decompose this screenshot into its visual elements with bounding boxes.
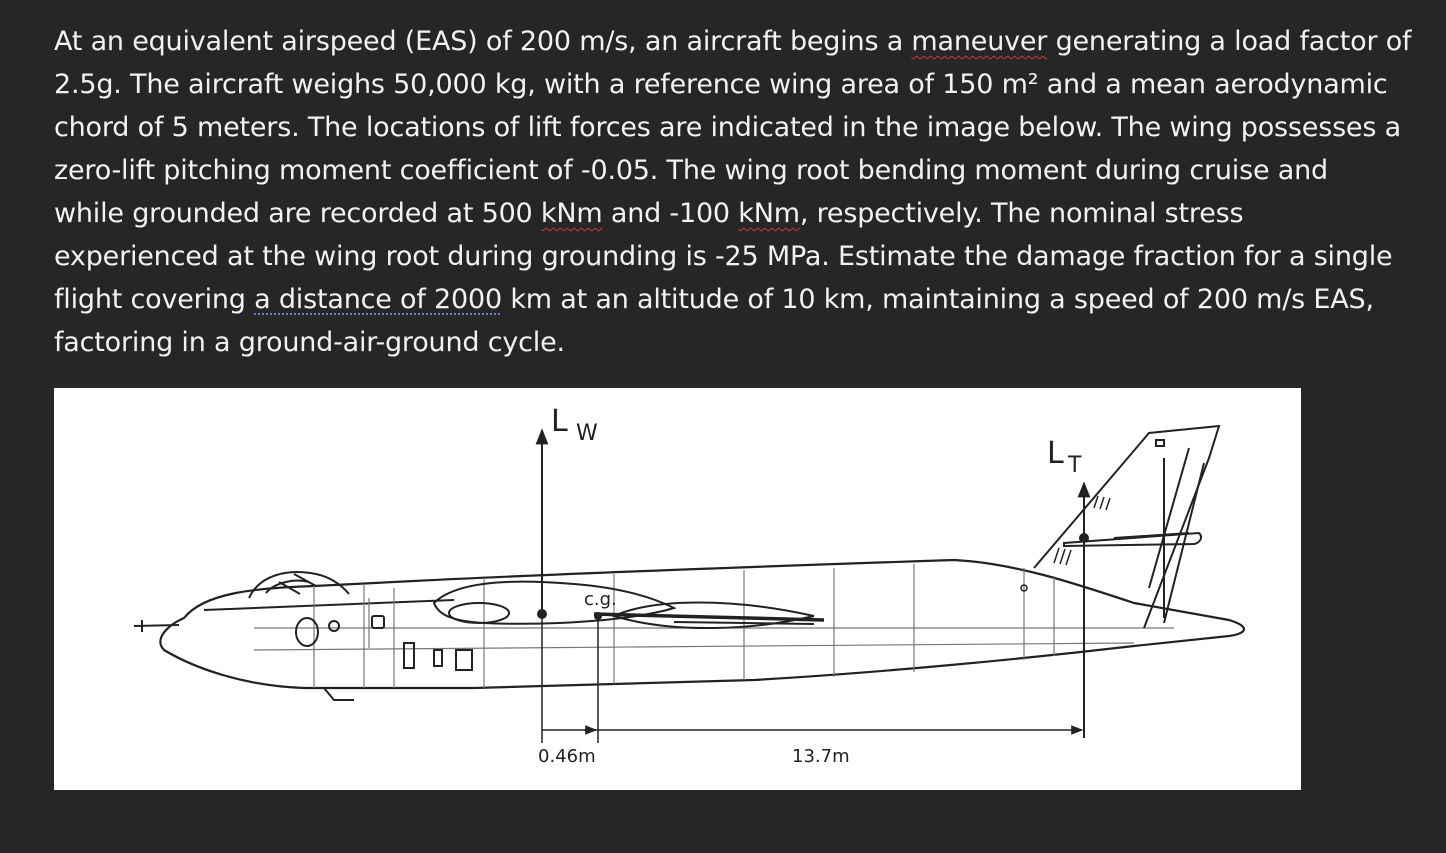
cg-label: c.g. xyxy=(584,589,617,610)
text-run: flight covering xyxy=(54,284,255,315)
dimension-lines xyxy=(541,618,1084,743)
text-run: generating a load factor of xyxy=(1047,26,1412,57)
text-run: and -100 xyxy=(602,198,739,229)
dimension-label-large: 13.7m xyxy=(792,746,850,767)
cockpit-canopy xyxy=(203,571,455,611)
tail-markings xyxy=(1020,495,1111,592)
spellcheck-word[interactable]: kNm xyxy=(738,198,800,229)
question-line-1: At an equivalent airspeed (EAS) of 200 m… xyxy=(54,20,1414,63)
question-line-6: experienced at the wing root during grou… xyxy=(54,241,1393,272)
landing-gear xyxy=(323,642,473,701)
cg-point xyxy=(594,612,602,620)
question-line-7: flight covering a distance of 2000 km at… xyxy=(54,278,1414,321)
grammar-check-phrase[interactable]: a distance of 2000 xyxy=(254,284,502,315)
porthole xyxy=(295,615,385,647)
question-text: At an equivalent airspeed (EAS) of 200 m… xyxy=(54,20,1414,364)
wing-lift-arrow xyxy=(535,428,549,619)
wing-nacelles xyxy=(432,580,825,630)
text-run: km at an altitude of 10 km, maintaining … xyxy=(501,284,1374,315)
vertical-tail xyxy=(1033,424,1221,629)
spellcheck-word[interactable]: maneuver xyxy=(911,26,1048,57)
fuselage xyxy=(159,558,1246,690)
panel-lines xyxy=(253,564,1174,688)
dimension-label-small: 0.46m xyxy=(538,746,596,767)
question-line-2: 2.5g. The aircraft weighs 50,000 kg, wit… xyxy=(54,69,1388,100)
aircraft-figure: L W c.g. L T 0.46m xyxy=(54,388,1301,790)
question-line-8: factoring in a ground-air-ground cycle. xyxy=(54,327,565,358)
aircraft-diagram: L W c.g. L T 0.46m xyxy=(133,404,1246,767)
text-run: , respectively. The nominal stress xyxy=(799,198,1244,229)
text-run: while grounded are recorded at 500 xyxy=(54,198,541,229)
question-line-5: while grounded are recorded at 500 kNm a… xyxy=(54,192,1414,235)
wing-lift-label: L xyxy=(551,404,568,439)
question-line-3: chord of 5 meters. The locations of lift… xyxy=(54,112,1401,143)
tail-lift-arrow xyxy=(1077,481,1091,738)
tail-lift-subscript: T xyxy=(1067,453,1082,478)
question-line-4: zero-lift pitching moment coefficient of… xyxy=(54,155,1328,186)
tail-lift-label: L xyxy=(1047,436,1064,471)
spellcheck-word[interactable]: kNm xyxy=(540,198,603,229)
wing-lift-subscript: W xyxy=(576,421,598,446)
text-run: At an equivalent airspeed (EAS) of 200 m… xyxy=(54,26,912,57)
nose-probe xyxy=(133,620,180,632)
